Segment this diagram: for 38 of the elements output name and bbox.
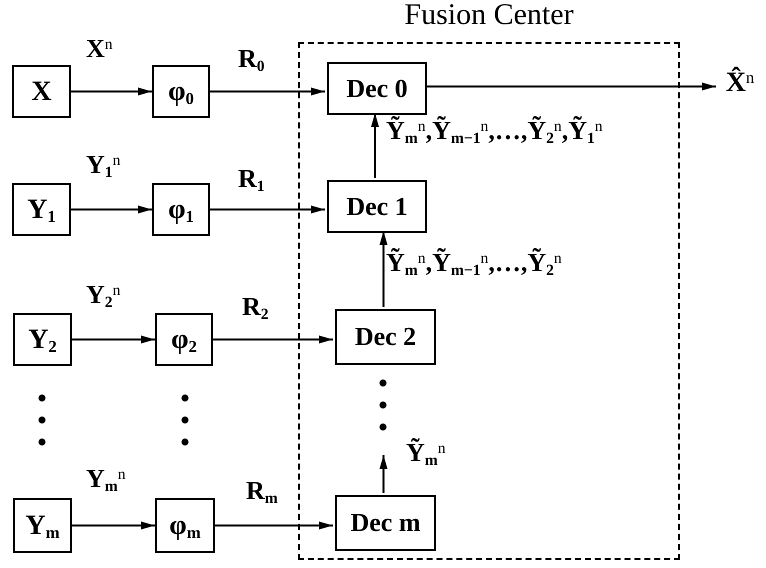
arrow: [215, 522, 333, 530]
block-label: φ$_{1}$: [168, 196, 194, 224]
arrow: [371, 113, 379, 178]
block-label: Dec m: [350, 510, 420, 536]
block-label: Y$_{m}$: [25, 512, 60, 540]
arrow: [213, 336, 333, 344]
block-box: [12, 65, 71, 118]
block-box: [155, 313, 213, 366]
block-label: φ$_{2}$: [171, 326, 197, 354]
block-box: [335, 309, 436, 365]
block-label: Dec 0: [346, 76, 408, 102]
arrow: [210, 88, 325, 96]
block-box: [155, 498, 215, 553]
block-label: Y$_{2}$: [28, 326, 57, 354]
block-box: [13, 498, 72, 553]
arrow: [380, 231, 388, 307]
block-box: [13, 313, 72, 366]
arrow: [71, 88, 152, 96]
block-box: [12, 183, 71, 236]
block-label: φ$_{m}$: [169, 512, 201, 540]
arrow: [71, 206, 152, 214]
block-label: Y$_{1}$: [27, 196, 56, 224]
block-label: φ$_{0}$: [168, 78, 194, 106]
block-label: Dec 1: [346, 194, 408, 220]
block-label: Dec 2: [354, 324, 416, 350]
block-label: X̂$^{n}$: [726, 69, 754, 97]
block-label: X: [31, 78, 52, 106]
block-box: [152, 65, 210, 118]
arrow: [425, 82, 716, 90]
block-box: [327, 62, 427, 115]
block-box: [327, 180, 427, 233]
block-box: [335, 495, 436, 551]
block-box: [152, 183, 210, 236]
arrow: [380, 455, 388, 493]
arrow: [210, 206, 325, 214]
arrow: [72, 336, 155, 344]
arrow: [72, 522, 155, 530]
frame-title: Fusion Center: [403, 0, 575, 30]
